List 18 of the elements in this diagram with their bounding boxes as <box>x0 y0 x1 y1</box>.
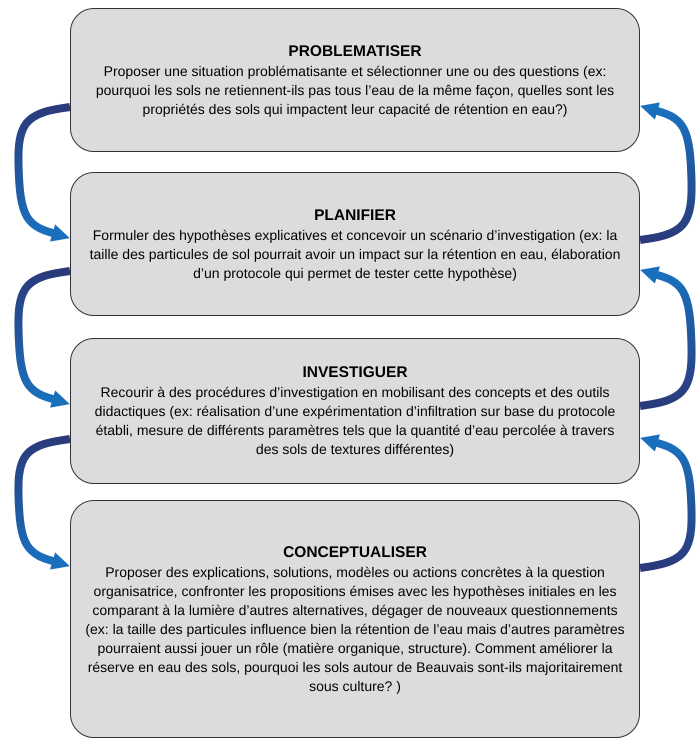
curved-arrow <box>639 266 696 410</box>
step-description: Recourir à des procédures d’investigation en mobilisant des concepts et des outils didactiques (ex: réalisation d’une expérimentation d’infiltration sur base du protocole établi, mesure de différents paramètres tels que la quantité d’eau percolée à travers des sols de textures différentes) <box>94 383 616 459</box>
step-description: Proposer des explications, solutions, modèles ou actions concrètes à la question organisatrice, confronter les propositions émises avec les hypothèses initiales en les comparant à la lumière d’autres alternatives, dégager de nouveaux questionnements (ex: la taille des particules influence bien la rétention de l’eau mais d’autres paramètres pourraient aussi jouer un rôle (matière organique, structure). Comment améliorer la réserve en eau des sols, pourquoi les sols autour de Beauvais sont-ils majoritairement sous culture? ) <box>85 562 625 696</box>
curved-arrow <box>14 267 71 408</box>
step-title: PLANIFIER <box>313 206 397 226</box>
step-description: Proposer une situation problématisante et sélectionner une ou des questions (ex: pourquoi les sols ne retiennent-ils pas tous l’eau de la même façon, quelles sont les propriétés des sols qui impactent leur capacité de rétention en eau?) <box>94 62 616 118</box>
curved-arrow <box>14 103 71 242</box>
step-title: PROBLEMATISER <box>287 42 423 62</box>
step-description: Formuler des hypothèses explicatives et concevoir un scénario d’investigation (ex: la taille des particules de sol pourrait avoir un impact sur la rétention en eau, élaboration d’un protocole qui permet de tester cette hypothèse) <box>88 226 622 282</box>
step-box <box>70 500 640 738</box>
step-title: INVESTIGUER <box>301 363 409 383</box>
step-box <box>70 172 640 316</box>
curved-arrow <box>14 435 71 570</box>
step-title: CONCEPTUALISER <box>282 542 428 562</box>
step-box <box>70 338 640 484</box>
curved-arrow <box>639 434 696 572</box>
curved-arrow <box>639 102 696 244</box>
step-box <box>70 8 640 152</box>
